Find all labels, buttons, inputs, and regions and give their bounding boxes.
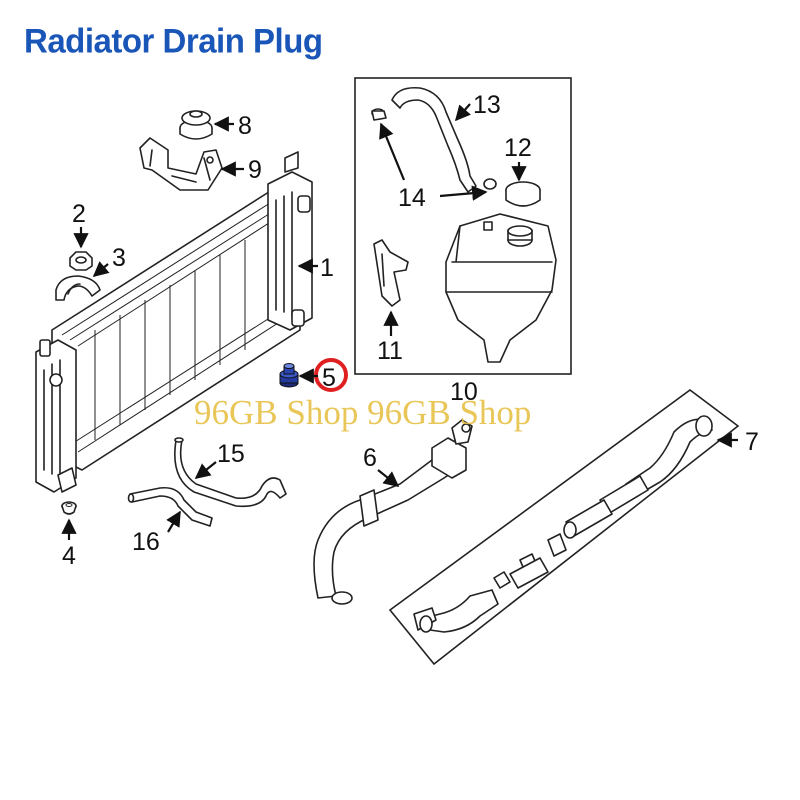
callout-labels: 1 2 3 4 5 6 7 8 9 10 11 12 13 14 15 16 bbox=[62, 91, 759, 570]
mount-insulator-part bbox=[55, 275, 101, 301]
radiator-cap-part bbox=[179, 110, 213, 140]
callout-10: 10 bbox=[450, 378, 478, 406]
lower-hose-part bbox=[413, 415, 713, 633]
leader-lines bbox=[61, 103, 738, 540]
reservoir-cap-part bbox=[505, 181, 541, 207]
callout-13: 13 bbox=[473, 91, 501, 119]
page-title: Radiator Drain Plug bbox=[24, 21, 323, 60]
callout-4: 4 bbox=[62, 542, 76, 570]
grommet-part bbox=[61, 501, 77, 515]
watermark-text: 96GB Shop 96GB Shop bbox=[194, 393, 531, 432]
callout-8: 8 bbox=[238, 112, 252, 140]
callout-6: 6 bbox=[363, 444, 377, 472]
callout-15: 15 bbox=[217, 440, 245, 468]
callout-3: 3 bbox=[112, 244, 126, 272]
reservoir-bracket-part bbox=[373, 239, 409, 307]
upper-bracket-part bbox=[139, 137, 223, 191]
callout-1: 1 bbox=[320, 254, 334, 282]
lower-hose-group-box bbox=[388, 389, 740, 666]
callout-14: 14 bbox=[398, 184, 426, 212]
callout-5: 5 bbox=[322, 364, 336, 392]
reservoir-group-box bbox=[354, 77, 572, 375]
callout-16: 16 bbox=[132, 528, 160, 556]
callout-11: 11 bbox=[377, 337, 403, 365]
callout-2: 2 bbox=[72, 200, 86, 228]
callout-7: 7 bbox=[745, 428, 759, 456]
reservoir-tank-part bbox=[445, 213, 557, 363]
upper-hose-part bbox=[313, 419, 473, 605]
hose-15-part bbox=[174, 437, 287, 508]
callout-9: 9 bbox=[248, 156, 262, 184]
callout-12: 12 bbox=[504, 134, 532, 162]
reservoir-hose-part bbox=[371, 86, 497, 193]
hose-16-part bbox=[127, 486, 213, 527]
nut-part bbox=[69, 251, 93, 271]
drain-plug-part bbox=[279, 363, 299, 388]
radiator-part bbox=[35, 151, 313, 493]
